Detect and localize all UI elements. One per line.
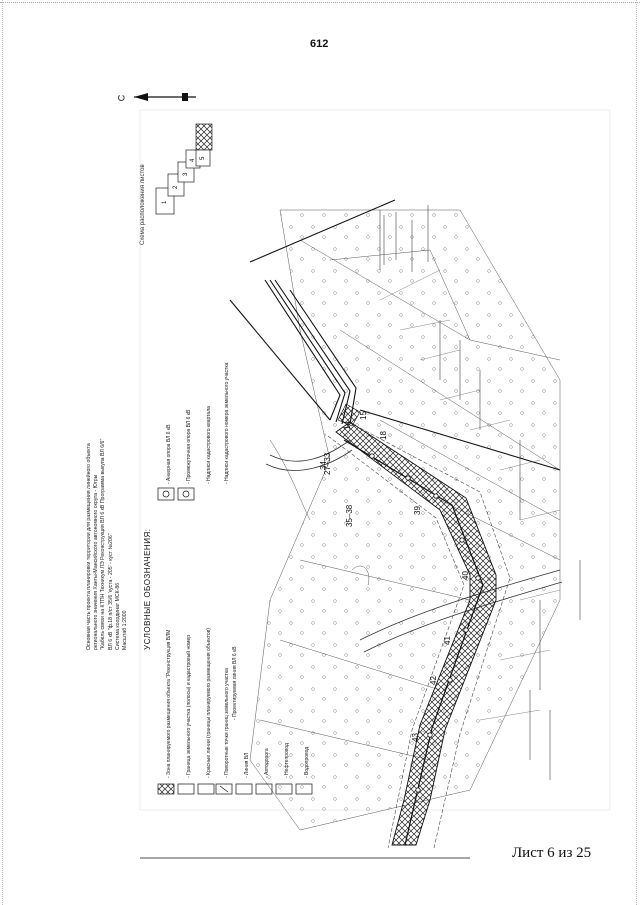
- legend-item-right: - Промежуточная опора ВЛ 6 кВ: [186, 409, 192, 484]
- point-label-43: 43: [411, 733, 420, 742]
- notes-line: "Кабель связи на КТПН Техникум ЛЭ Реконс…: [100, 438, 107, 650]
- schema-sheet-number: 2: [173, 185, 179, 189]
- legend-symbols: [157, 487, 313, 795]
- notes-line: регионального значения Ханты-Мансийского…: [93, 474, 100, 650]
- point-labels: 14 15 18 27–33 34 35–38 39 40 41 42 43: [319, 411, 470, 742]
- cadastral-annotation-marks: [379, 205, 581, 780]
- point-label-18: 18: [379, 431, 388, 440]
- legend-item: - Автодорога: [264, 748, 270, 778]
- sheet-schema: [155, 123, 213, 215]
- legend-item: - Зона планируемого размещения объекта "…: [166, 629, 172, 778]
- schema-sheet-number: 4: [190, 158, 196, 162]
- schema-sheet-number: 5: [200, 156, 206, 160]
- point-label-14: 14: [343, 421, 352, 430]
- north-label: С: [116, 94, 127, 102]
- page-edge-top: [0, 2, 640, 3]
- red-line-boundary: [327, 427, 511, 849]
- legend-item: - Линия ВЛ: [244, 752, 250, 778]
- notes-line: Система координат МСК-86: [114, 582, 121, 650]
- point-label-27-33: 27–33: [323, 452, 332, 475]
- legend-item: - Граница земельного участка (полосы) и …: [186, 634, 192, 778]
- planned-corridor: [335, 403, 497, 846]
- legend-title: УСЛОВНЫЕ ОБОЗНАЧЕНИЯ:: [143, 528, 152, 650]
- legend-item: - Нефтепровод: [284, 743, 290, 778]
- legend-item: - Красные линии (границы планируемого ра…: [206, 628, 212, 778]
- point-label-42: 42: [429, 676, 438, 685]
- point-label-39: 39: [413, 506, 422, 515]
- schema-sheet-number: 1: [162, 200, 168, 204]
- notes-line: Масштаб 1:2000: [122, 610, 129, 650]
- legend-item: - Поворотные точки границ земельного уча…: [224, 668, 230, 778]
- point-label-40: 40: [461, 571, 470, 580]
- drawing-notes: Основная часть проекта планировки террит…: [86, 439, 129, 650]
- poles: [369, 453, 481, 793]
- point-label-34: 34: [319, 461, 328, 470]
- point-label-15: 15: [359, 411, 368, 420]
- page-edge-left: [2, 0, 3, 905]
- legend-item-right: - Надписи кадастрового квартала: [206, 406, 212, 484]
- point-label-35-38: 35–38: [345, 504, 354, 527]
- sheet-label: Лист 6 из 25: [512, 845, 592, 861]
- page-number: 612: [310, 38, 329, 50]
- legend-item-right: - Анкерная опора ВЛ 6 кВ: [166, 424, 172, 484]
- sheet-schema-title: Схема расположения листов: [140, 164, 146, 245]
- schema-sheet-number: 3: [183, 172, 189, 176]
- north-arrow: [134, 93, 196, 101]
- page-edge-right: [636, 0, 637, 905]
- legend-item-right: - Надписи кадастрового номера земельного…: [224, 362, 230, 484]
- legend-item: - Проектируемая линия ВЛ 6 кВ: [232, 646, 238, 720]
- legend-item: - Водопровод: [304, 746, 310, 778]
- land-parcels: [249, 209, 561, 831]
- notes-line: ВЛ 6 кВ "ф.18 п/ст 35/6 'куста - 205' - …: [107, 533, 114, 650]
- road: [265, 439, 563, 653]
- point-label-41: 41: [443, 636, 452, 645]
